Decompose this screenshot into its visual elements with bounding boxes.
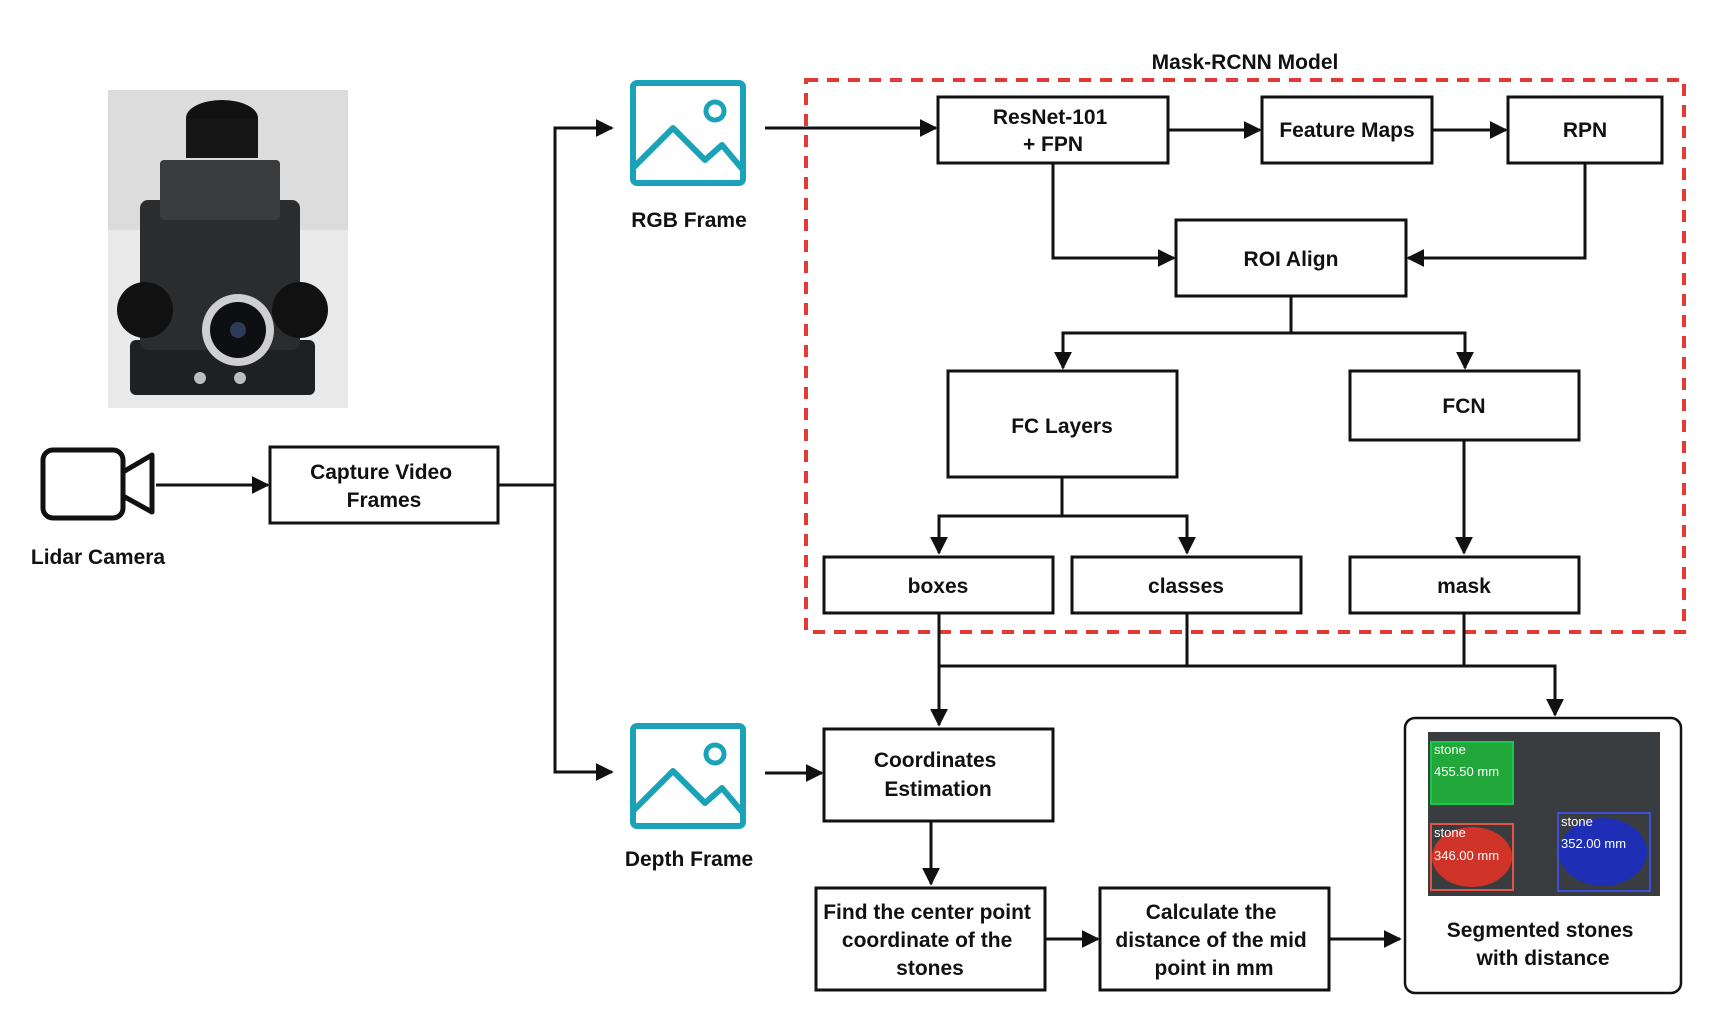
fc-to-boxes-connector	[930, 477, 1064, 555]
stone-class-label: stone	[1434, 825, 1466, 840]
fc-to-classes-connector	[1062, 514, 1196, 555]
fc-layers-box	[946, 369, 1179, 479]
resnet-fpn-label: ResNet-101 + FPN	[993, 106, 1113, 156]
coords-label: Coordinates Estimation	[874, 749, 1002, 801]
resnet-to-roi-connector	[1051, 163, 1176, 267]
feature-maps-label: Feature Maps	[1279, 119, 1414, 142]
mask-label: mask	[1437, 575, 1491, 598]
classes-label: classes	[1148, 575, 1224, 598]
mask-box	[1348, 555, 1581, 615]
capture-frames-label: Capture Video Frames	[310, 461, 458, 512]
roi-align-label: ROI Align	[1244, 248, 1339, 271]
center-point-label: Find the center point coordinate of the …	[823, 901, 1037, 980]
depth-frame-label: Depth Frame	[625, 848, 753, 871]
capture-to-rgb-connector	[498, 119, 614, 487]
capture-frames-box	[268, 445, 500, 525]
roi-align-box	[1174, 218, 1408, 298]
rgb-frame-label: RGB Frame	[631, 209, 747, 232]
distance-box	[1098, 886, 1331, 992]
roi-split-connector	[1054, 296, 1293, 370]
distance-label: Calculate the distance of the mid point …	[1115, 901, 1312, 980]
stone-blue	[1559, 818, 1647, 886]
rpn-to-roi-connector	[1406, 163, 1587, 267]
boxes-box	[822, 555, 1055, 615]
image-icon	[630, 80, 746, 186]
fcn-label: FCN	[1442, 395, 1485, 418]
coords-box	[822, 727, 1055, 823]
fc-layers-label: FC Layers	[1011, 415, 1113, 438]
fcn-box	[1348, 369, 1581, 442]
mask-rcnn-frame	[804, 78, 1686, 634]
stone-distance-label: 346.00 mm	[1434, 848, 1499, 863]
camera-icon	[40, 447, 155, 521]
image-icon	[630, 723, 746, 829]
outputs-merge-connector	[937, 613, 1564, 717]
stone-green	[1431, 742, 1513, 804]
stone-red	[1432, 827, 1512, 887]
feature-maps-box	[1260, 95, 1434, 165]
stone-distance-label: 352.00 mm	[1561, 836, 1626, 851]
center-point-box	[814, 886, 1047, 992]
robot-photo	[108, 90, 348, 408]
mask-rcnn-title: Mask-RCNN Model	[1152, 51, 1339, 74]
rpn-label: RPN	[1563, 119, 1607, 142]
stone-class-label: stone	[1561, 814, 1593, 829]
capture-to-depth-connector	[553, 485, 614, 781]
stone-distance-label: 455.50 mm	[1434, 764, 1499, 779]
camera-label: Lidar Camera	[31, 546, 166, 569]
boxes-label: boxes	[908, 575, 969, 598]
result-image: stone 455.50 mm stone 346.00 mm stone 35…	[1428, 732, 1660, 896]
stone-class-label: stone	[1434, 742, 1466, 757]
roi-to-fcn-connector	[1291, 331, 1474, 370]
classes-box	[1070, 555, 1303, 615]
result-label: Segmented stones with distance	[1447, 919, 1640, 970]
